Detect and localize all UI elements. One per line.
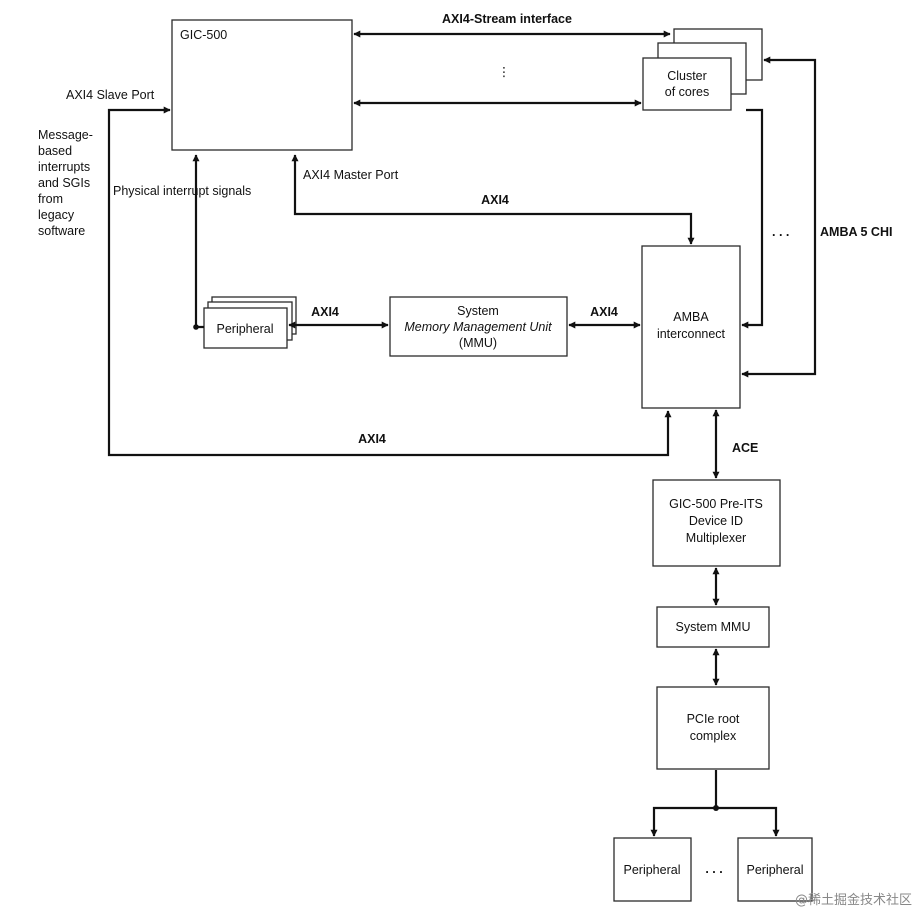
pcie-label-1: PCIe root [687, 712, 740, 726]
peripheral-bottom-right-label: Peripheral [747, 863, 804, 877]
cluster-label-1: Cluster [667, 69, 707, 83]
pcie-root-complex-block [656, 686, 770, 770]
ace-label: ACE [732, 441, 758, 455]
watermark: @稀土掘金技术社区 [795, 892, 912, 908]
axi4-bottom-label: AXI4 [358, 432, 386, 446]
message-label-6: legacy [38, 208, 75, 222]
axi4-periph-smmu-label: AXI4 [311, 305, 339, 319]
peripheral-bottom-right-block [737, 837, 813, 902]
smmu-label-1: System [457, 304, 499, 318]
axi4-smmu-amba-label: AXI4 [590, 305, 618, 319]
physical-interrupt-link [192, 154, 204, 329]
preits-block [652, 479, 781, 567]
vertical-dots: ⋮ [498, 65, 511, 79]
fanout-junction-dot [713, 805, 719, 811]
system-mmu-label: System MMU [676, 620, 751, 634]
axi4-slave-loop-link [107, 106, 672, 457]
cluster-block [642, 57, 732, 111]
system-mmu-block [656, 606, 770, 648]
axi4-master-port-label: AXI4 Master Port [303, 168, 399, 182]
smmu-label-2: Memory Management Unit [404, 320, 552, 334]
physical-interrupts-label: Physical interrupt signals [113, 184, 251, 198]
peripheral-bottom-left-block [613, 837, 692, 902]
amba5chi-label: AMBA 5 CHI [820, 225, 892, 239]
amba-label-2: interconnect [657, 327, 726, 341]
smmu-label-3: (MMU) [459, 336, 497, 350]
axi4-slave-port-label: AXI4 Slave Port [66, 88, 155, 102]
message-label-4: and SGIs [38, 176, 90, 190]
cluster-label-2: of cores [665, 85, 709, 99]
message-label-2: based [38, 144, 72, 158]
peripheral-left-label: Peripheral [217, 322, 274, 336]
interrupt-junction-dot [193, 324, 199, 330]
cluster-amba-inner-link [741, 108, 764, 329]
preits-label-2: Device ID [689, 514, 743, 528]
message-label-1: Message- [38, 128, 93, 142]
axi4-stream-label: AXI4-Stream interface [442, 12, 572, 26]
pcie-label-2: complex [690, 729, 737, 743]
amba5chi-dots: . . . [772, 225, 789, 239]
peripheral-bottom-left-label: Peripheral [624, 863, 681, 877]
message-label-3: interrupts [38, 160, 90, 174]
amba5chi-outer-link [741, 56, 817, 378]
preits-label-3: Multiplexer [686, 531, 746, 545]
amba-label-1: AMBA [673, 310, 709, 324]
preits-label-1: GIC-500 Pre-ITS [669, 497, 763, 511]
pcie-peripheral-fanout [650, 806, 780, 837]
gic500-label: GIC-500 [180, 28, 227, 42]
axi4-top-label: AXI4 [481, 193, 509, 207]
message-label-7: software [38, 224, 85, 238]
bottom-peripheral-dots: . . . [705, 862, 722, 876]
message-label-5: from [38, 192, 63, 206]
